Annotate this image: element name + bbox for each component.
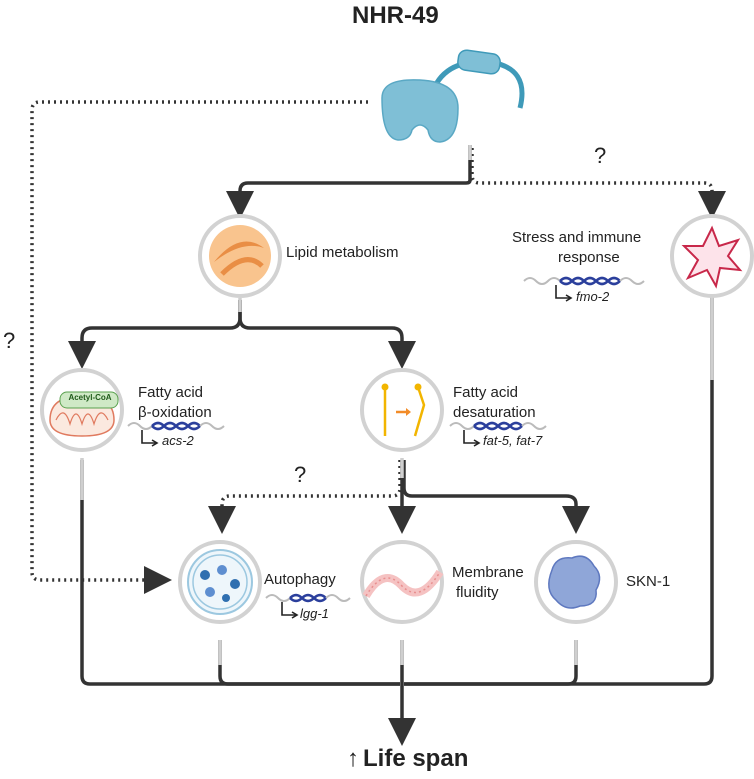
fade-segments — [80, 145, 714, 665]
question-mark-stress: ? — [594, 143, 607, 168]
arrow-to-autophagy-dotted — [30, 100, 368, 594]
up-arrow-icon: ↑ — [347, 745, 359, 772]
dna-desat-icon — [449, 421, 547, 447]
desaturation-icon — [360, 368, 444, 452]
dna-stress-icon — [523, 276, 645, 302]
skn1-protein-icon — [534, 540, 618, 624]
acetyl-coa-badge: Acetyl-CoA — [68, 393, 112, 402]
nhr49-protein-icon — [381, 49, 525, 143]
stress-label-line2: response — [558, 249, 620, 266]
stress-label-line1: Stress and immune — [512, 229, 642, 246]
lipid-metabolism-label: Lipid metabolism — [286, 244, 399, 261]
autophagy-icon — [178, 540, 262, 624]
autophagy-label: Autophagy — [264, 571, 336, 588]
stress-icon — [670, 214, 754, 298]
arrow-to-stress — [470, 148, 726, 219]
arrow-to-desat — [238, 300, 416, 369]
diagram-title: NHR-49 — [352, 2, 439, 29]
lifespan-outcome: ↑Life span — [347, 745, 468, 773]
fmo2-gene-label: fmo-2 — [576, 289, 610, 304]
desat-label-line1: Fatty acid — [453, 384, 519, 401]
dna-beta-ox-icon — [127, 421, 225, 447]
line-beta-ox-down — [80, 460, 400, 686]
question-mark-autophagy: ? — [294, 462, 307, 487]
connectors — [30, 100, 726, 746]
skn1-label: SKN-1 — [626, 573, 671, 590]
question-mark-left: ? — [3, 328, 16, 353]
membrane-label-line2: fluidity — [456, 584, 499, 601]
acs2-gene-label: acs-2 — [162, 433, 194, 448]
arrow-to-beta-ox — [68, 300, 242, 369]
membrane-label-line1: Membrane — [452, 564, 524, 581]
arrow-to-lipid — [226, 145, 472, 219]
arrow-to-skn1 — [402, 460, 590, 534]
lgg1-gene-label: lgg-1 — [300, 606, 329, 621]
beta-ox-label-line1: Fatty acid — [138, 384, 204, 401]
membrane-icon — [360, 540, 444, 624]
fat5-fat7-gene-label: fat-5, fat-7 — [483, 433, 543, 448]
line-stress-down — [404, 295, 714, 686]
lipid-metabolism-icon — [198, 214, 282, 298]
line-autophagy-down — [218, 640, 400, 686]
beta-ox-label-line2: β-oxidation — [138, 404, 212, 421]
dna-autophagy-icon — [265, 593, 351, 619]
arrow-to-autophagy — [208, 460, 402, 534]
line-skn1-down — [404, 640, 578, 686]
lifespan-label: Life span — [363, 745, 469, 772]
desat-label-line2: desaturation — [453, 404, 536, 421]
beta-oxidation-icon — [40, 368, 124, 452]
